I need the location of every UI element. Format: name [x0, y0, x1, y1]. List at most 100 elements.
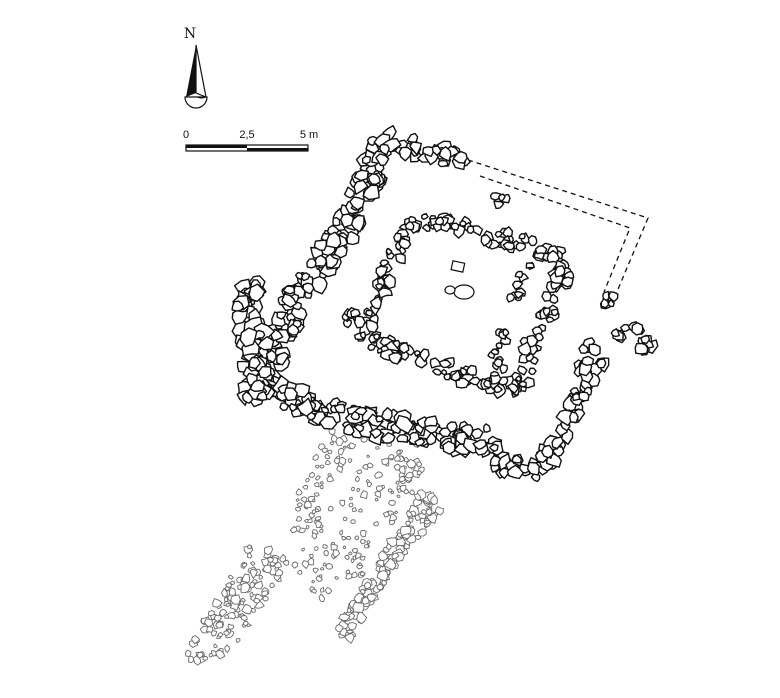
- rubble-stone: [393, 463, 401, 471]
- rubble-stone: [260, 557, 269, 567]
- rubble-stone: [230, 594, 241, 605]
- scale-label-mid: 2,5: [239, 129, 254, 141]
- rubble-stone: [364, 581, 372, 590]
- outer-wall-stone: [353, 423, 365, 433]
- rubble-stone: [334, 575, 339, 580]
- detached-stone: [631, 322, 644, 336]
- rubble-stone: [242, 620, 249, 626]
- inner-wall-stone: [513, 290, 525, 300]
- inner-wall-stone: [354, 315, 366, 329]
- outer-wall-stone: [396, 434, 409, 443]
- rubble-stone: [307, 557, 315, 566]
- rubble-stone: [350, 486, 355, 492]
- rubble-stone: [351, 507, 357, 512]
- inner-wall-stone: [535, 332, 544, 342]
- rubble-stone: [329, 441, 334, 446]
- rubble-stone: [397, 532, 403, 539]
- outer-wall-stone: [578, 343, 590, 354]
- rubble-stone: [430, 494, 438, 505]
- rubble-stone: [298, 527, 306, 534]
- outer-wall-stone: [422, 146, 434, 158]
- detached-stone: [600, 298, 610, 309]
- rubble-stone: [408, 517, 414, 523]
- outer-wall-stone: [276, 311, 287, 320]
- inner-wall-stone: [438, 359, 452, 369]
- rubble-stone: [322, 562, 327, 567]
- outer-wall-stone: [511, 454, 522, 464]
- inner-wall-stone: [550, 308, 559, 317]
- rubble-stone: [252, 579, 258, 584]
- inner-wall-stone: [367, 343, 377, 352]
- outer-wall-stone: [343, 186, 355, 199]
- north-arrow-right-half: [195, 44, 207, 98]
- outer-wall-stone: [541, 444, 554, 459]
- rubble-stone: [264, 545, 274, 556]
- rubble-stone: [213, 643, 218, 649]
- rubble-stone: [425, 508, 433, 516]
- rubble-stone: [319, 464, 325, 469]
- rubble-stone: [387, 454, 395, 460]
- outer-wall-stone: [452, 150, 468, 164]
- rubble-stone: [348, 458, 353, 464]
- rubble-stone: [391, 552, 400, 560]
- rubble-stone: [376, 570, 389, 582]
- inner-wall-stone: [460, 366, 468, 376]
- rubble-stone: [227, 623, 235, 630]
- rubble-stone: [273, 561, 282, 569]
- rubble-stone: [312, 453, 320, 461]
- inner-wall-stone: [490, 348, 500, 356]
- rubble-stone: [192, 655, 202, 666]
- outer-wall-stone: [506, 464, 524, 480]
- inner-wall-stone: [341, 312, 350, 322]
- rubble-stone: [345, 569, 351, 575]
- rubble-stone: [249, 568, 258, 579]
- outer-wall-stone: [362, 184, 380, 201]
- outer-wall-stone: [265, 349, 277, 363]
- rubble-stone: [360, 588, 366, 595]
- rubble-stone: [325, 563, 334, 570]
- outer-wall-stone: [483, 423, 491, 433]
- reconstructed-wall-outer: [467, 159, 649, 295]
- outer-wall-stone: [367, 413, 384, 428]
- scale-label-end: 5 m: [300, 129, 318, 141]
- outer-wall-stone: [288, 403, 298, 412]
- inner-wall-stone: [466, 364, 478, 376]
- rubble-stone: [223, 597, 229, 603]
- rubble-stone: [314, 520, 323, 529]
- rubble-stone: [348, 502, 354, 508]
- rubble-stone: [351, 548, 359, 554]
- inner-wall-stone: [393, 232, 402, 243]
- rubble-stone: [300, 496, 308, 504]
- rubble-stone: [390, 490, 395, 495]
- rubble-stone: [396, 485, 401, 490]
- outer-wall-stone: [325, 231, 342, 249]
- rubble-stone: [389, 513, 397, 521]
- outer-wall-stone: [424, 432, 437, 446]
- outer-wall-stone: [367, 173, 381, 185]
- rubble-stone: [341, 535, 347, 541]
- rubble-stone: [204, 618, 213, 628]
- rubble-stone: [388, 499, 396, 507]
- outer-wall-stone: [231, 308, 249, 325]
- rubble-stone: [214, 614, 222, 622]
- rubble-stone: [399, 484, 407, 493]
- rubble-stone: [388, 519, 396, 526]
- north-arrow-base-shade: [196, 97, 207, 99]
- north-arrow-icon: N: [184, 26, 208, 109]
- outer-wall-stone: [257, 365, 272, 379]
- rubble-stone: [212, 598, 223, 608]
- inner-wall-stone: [395, 253, 406, 265]
- scale-bar: 0 2,5 5 m: [183, 129, 318, 152]
- rubble-stone: [241, 573, 251, 583]
- rubble-stone: [344, 632, 355, 644]
- outer-wall-stone: [551, 436, 564, 450]
- inner-wall-stone: [534, 245, 548, 255]
- rubble-stone: [332, 549, 340, 558]
- inner-wall-stone: [541, 291, 552, 302]
- inner-wall-stone: [506, 383, 519, 394]
- outer-wall-stone: [578, 391, 590, 402]
- inner-wall-stone: [434, 216, 445, 226]
- outer-wall-stone: [300, 272, 311, 282]
- rubble-stone: [345, 536, 352, 541]
- inner-wall-stone: [493, 358, 503, 368]
